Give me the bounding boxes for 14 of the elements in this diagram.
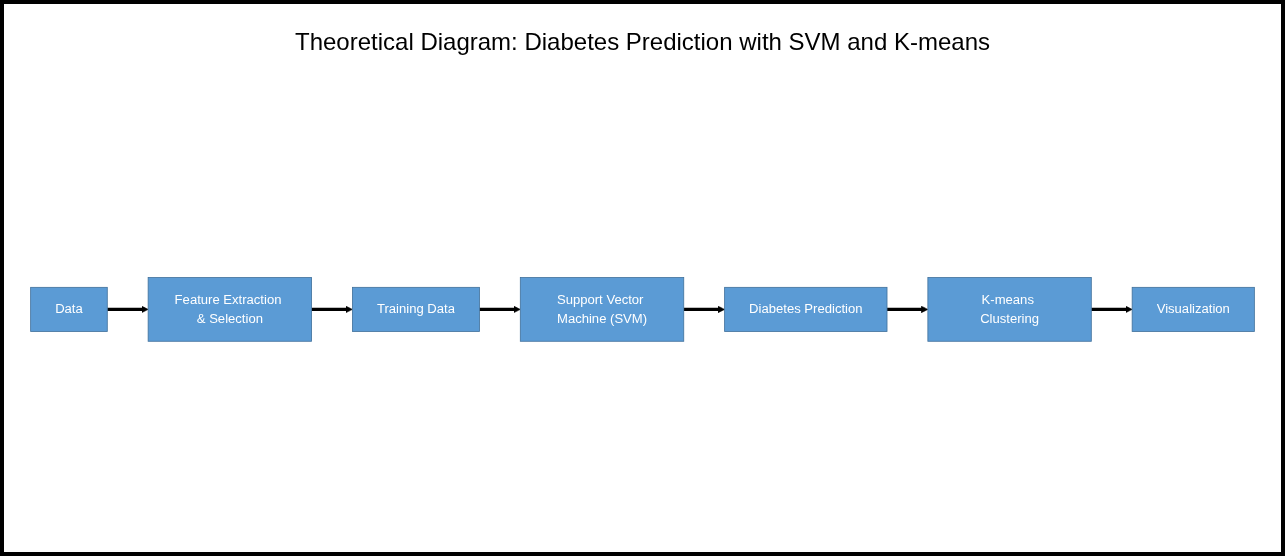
node-box: K-means Clustering — [927, 276, 1092, 342]
node-box: Feature Extraction & Selection — [147, 276, 312, 342]
node-box: Diabetes Prediction — [724, 286, 888, 332]
arrow — [107, 305, 149, 313]
node-box: Training Data — [352, 286, 480, 332]
arrow — [1091, 305, 1133, 313]
arrow — [683, 305, 725, 313]
arrow — [311, 305, 353, 313]
arrow — [479, 305, 521, 313]
node-box: Support Vector Machine (SVM) — [519, 276, 685, 342]
arrow — [887, 305, 929, 313]
node-box: Visualization — [1131, 286, 1255, 332]
diagram-title: Theoretical Diagram: Diabetes Prediction with SVM and K-means — [295, 28, 990, 56]
node-box: Data — [30, 286, 108, 332]
